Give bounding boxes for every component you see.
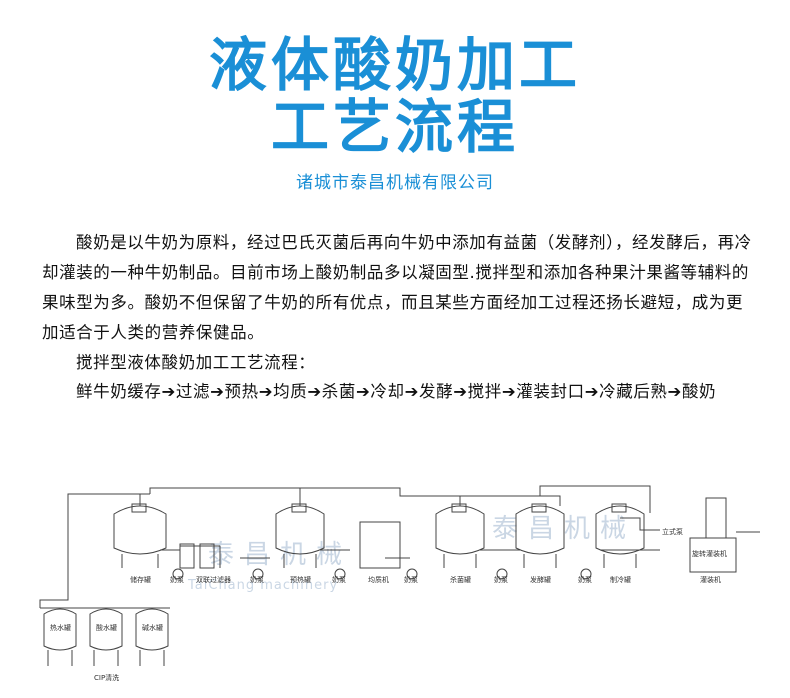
label-ferment-tank: 发酵罐: [530, 575, 551, 584]
label-pump1: 奶泵: [170, 575, 184, 584]
page-title-line1: 液体酸奶加工: [208, 31, 581, 99]
filler-shape: [689, 497, 760, 573]
label-storage-tank: 储存罐: [130, 575, 151, 584]
intro-paragraph: 酸奶是以牛奶为原料，经过巴氏灭菌后再向牛奶中添加有益菌（发酵剂），经发酵后，再冷…: [42, 233, 752, 342]
label-homogenizer: 均质机: [368, 575, 389, 584]
label-pump3: 奶泵: [332, 575, 346, 584]
watermark-cn-right: 泰昌机械: [492, 514, 637, 544]
label-preheat-tank: 预热罐: [290, 575, 311, 584]
cip-tanks-shape: [40, 607, 170, 666]
homogenizer-shape: [359, 521, 401, 569]
label-cip: CIP清洗: [94, 673, 119, 682]
ferment-tank-shape: [515, 503, 565, 568]
dual-filter-shape: [179, 543, 215, 569]
watermark-cn-left: 泰昌机械: [208, 540, 353, 570]
process-flow: 鲜牛奶缓存➔过滤➔预热➔均质➔杀菌➔冷却➔发酵➔搅拌➔灌装封口➔冷藏后熟➔酸奶: [76, 382, 717, 401]
preheat-tank-shape: [275, 503, 325, 568]
storage-tank-shape: [113, 503, 167, 568]
cold-tank-shape: [595, 503, 645, 568]
sterilize-tank-shape: [435, 503, 485, 568]
label-sterilize-tank: 杀菌罐: [450, 575, 471, 584]
company-name: 诸城市泰昌机械有限公司: [296, 173, 494, 193]
label-hot-water-tank: 热水罐: [50, 623, 71, 632]
label-filler-machine: 旋转灌装机: [692, 549, 727, 558]
label-pump4: 奶泵: [404, 575, 418, 584]
label-small: 立式泵: [662, 527, 683, 536]
label-pump5: 奶泵: [494, 575, 508, 584]
label-filler: 灌装机: [700, 575, 721, 584]
watermark-en-left: TaiChang machinery: [188, 578, 339, 593]
label-alkali-tank: 碱水罐: [142, 623, 163, 632]
label-cold-tank: 制冷罐: [610, 575, 631, 584]
process-diagram: 泰昌机械 TaiChang machinery 泰昌机械: [0, 478, 790, 696]
process-heading: 搅拌型液体酸奶加工工艺流程：: [76, 353, 316, 372]
page-title-line2: 工艺流程: [270, 93, 519, 161]
label-dual-filter: 双联过滤器: [196, 575, 231, 584]
equipment-schematic: 储存罐 奶泵 双联过滤器 奶泵 预热罐 奶泵 均质机 奶泵 杀菌罐 奶泵 发酵罐…: [39, 485, 760, 682]
label-acid-tank: 酸水罐: [96, 623, 117, 632]
label-pump2: 奶泵: [250, 575, 264, 584]
label-pump6: 奶泵: [578, 575, 592, 584]
